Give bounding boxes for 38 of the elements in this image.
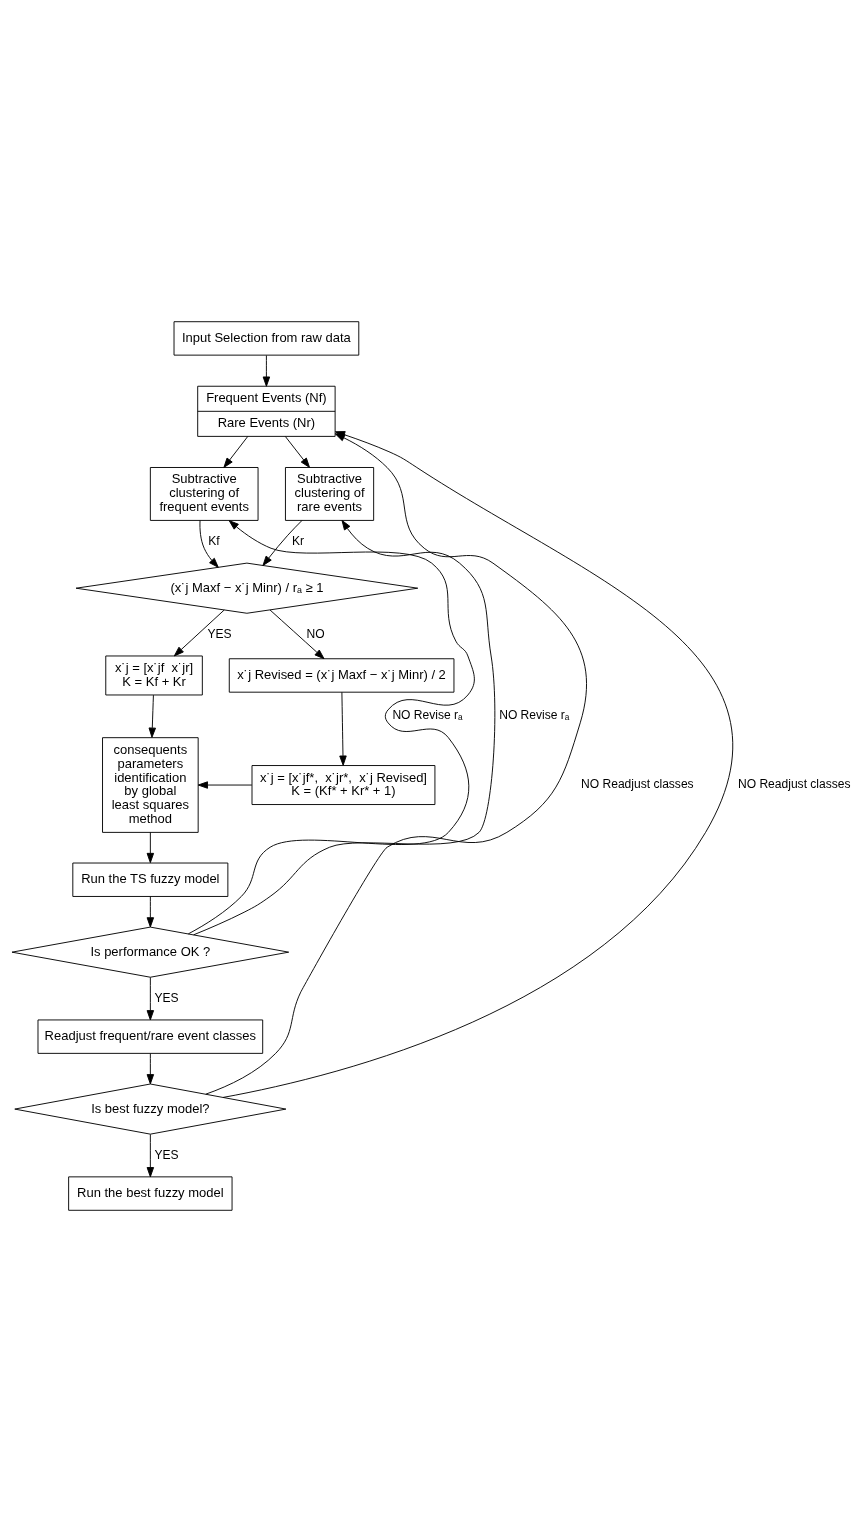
arrow: [148, 694, 156, 738]
arrow: [173, 609, 225, 656]
arrow: [146, 1052, 155, 1084]
arrow: [146, 976, 155, 1020]
arrow: [146, 895, 155, 927]
arrow: [262, 354, 271, 387]
node-box: x˙j = [x˙jf*, x˙jr*, x˙j Revised] K = (Kf* + Kr* + 1): [251, 764, 436, 805]
node-diamond: Is performance OK ?: [11, 926, 290, 978]
edge-label: Kf: [208, 533, 220, 548]
edge-label: NO: [306, 626, 325, 641]
arrow: [262, 519, 303, 566]
arrow: [269, 609, 325, 659]
node-box: Input Selection from raw data: [173, 320, 360, 356]
node-box: Subtractive clustering of rare events: [284, 466, 375, 521]
arrow: [199, 519, 219, 568]
edge-label: NO Revise rₐ: [499, 707, 570, 722]
arrow: [146, 831, 155, 863]
edge-label: YES: [154, 1147, 179, 1162]
node-diamond: (x˙j Maxf − x˙j Minr) / rₐ ≥ 1: [75, 562, 419, 614]
edge-label: YES: [207, 626, 232, 641]
edge-label: YES: [154, 990, 179, 1005]
node-box: x˙j Revised = (x˙j Maxf − x˙j Minr) / 2: [228, 657, 455, 693]
edge-label: NO Revise rₐ: [392, 707, 463, 722]
edge-label: Kr: [291, 533, 305, 548]
arrow: [146, 1133, 155, 1177]
arrow: [197, 780, 253, 789]
edge-label: NO Readjust classes: [581, 776, 694, 791]
node-diamond: Is best fuzzy model?: [14, 1083, 287, 1135]
edge-label: NO Readjust classes: [737, 776, 851, 791]
node-box: consequents parameters identification by global least squares method: [102, 736, 199, 833]
node-box: x˙j = [x˙jf x˙jr] K = Kf + Kr: [105, 655, 203, 695]
node-box: Readjust frequent/rare event classes: [37, 1018, 264, 1054]
node-box: Run the best fuzzy model: [68, 1175, 233, 1211]
arrow: [284, 435, 310, 468]
node-box: Run the TS fuzzy model: [72, 862, 229, 897]
node-box: Subtractive clustering of frequent events: [149, 466, 259, 521]
arrow: [339, 691, 347, 766]
arrow: [223, 435, 249, 468]
